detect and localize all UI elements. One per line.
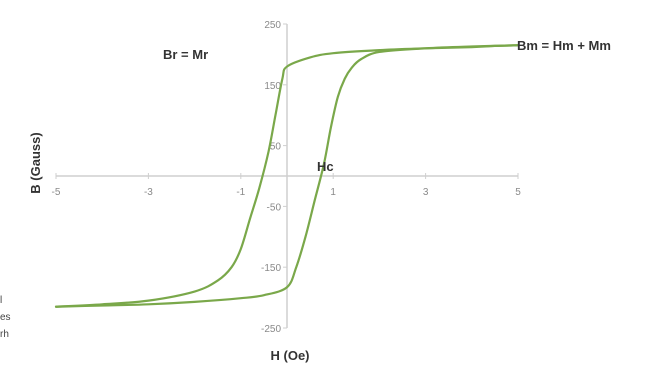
- x-tick-label: 1: [330, 187, 336, 198]
- x-axis-title: H (Oe): [271, 348, 310, 363]
- x-tick-label: 3: [423, 187, 429, 198]
- y-axis-title: B (Gauss): [28, 132, 43, 193]
- hysteresis-branch-right: [54, 44, 520, 308]
- y-tick-label: -250: [261, 324, 281, 335]
- br-annotation: Br = Mr: [163, 47, 208, 62]
- x-tick-label: -5: [52, 187, 61, 198]
- y-tick-label: -50: [267, 202, 282, 213]
- y-tick-label: -150: [261, 263, 281, 274]
- tick-labels: -5 -3 -1 1 3 5 250 150 50 -50 -150 -250: [52, 20, 522, 335]
- axes: [55, 23, 519, 329]
- y-tick-label: 150: [264, 81, 281, 92]
- cropped-text-line-2: es: [0, 312, 11, 323]
- y-tick-label: 50: [270, 142, 282, 153]
- cropped-text-line-1: l: [0, 295, 2, 306]
- bm-annotation: Bm = Hm + Mm: [517, 38, 611, 53]
- y-tick-label: 250: [264, 20, 281, 31]
- hc-annotation: Hc: [317, 159, 334, 174]
- hysteresis-curves: [54, 44, 520, 308]
- cropped-text-line-3: rh: [0, 329, 9, 340]
- x-tick-label: 5: [515, 187, 521, 198]
- x-tick-label: -3: [144, 187, 153, 198]
- x-tick-label: -1: [236, 187, 245, 198]
